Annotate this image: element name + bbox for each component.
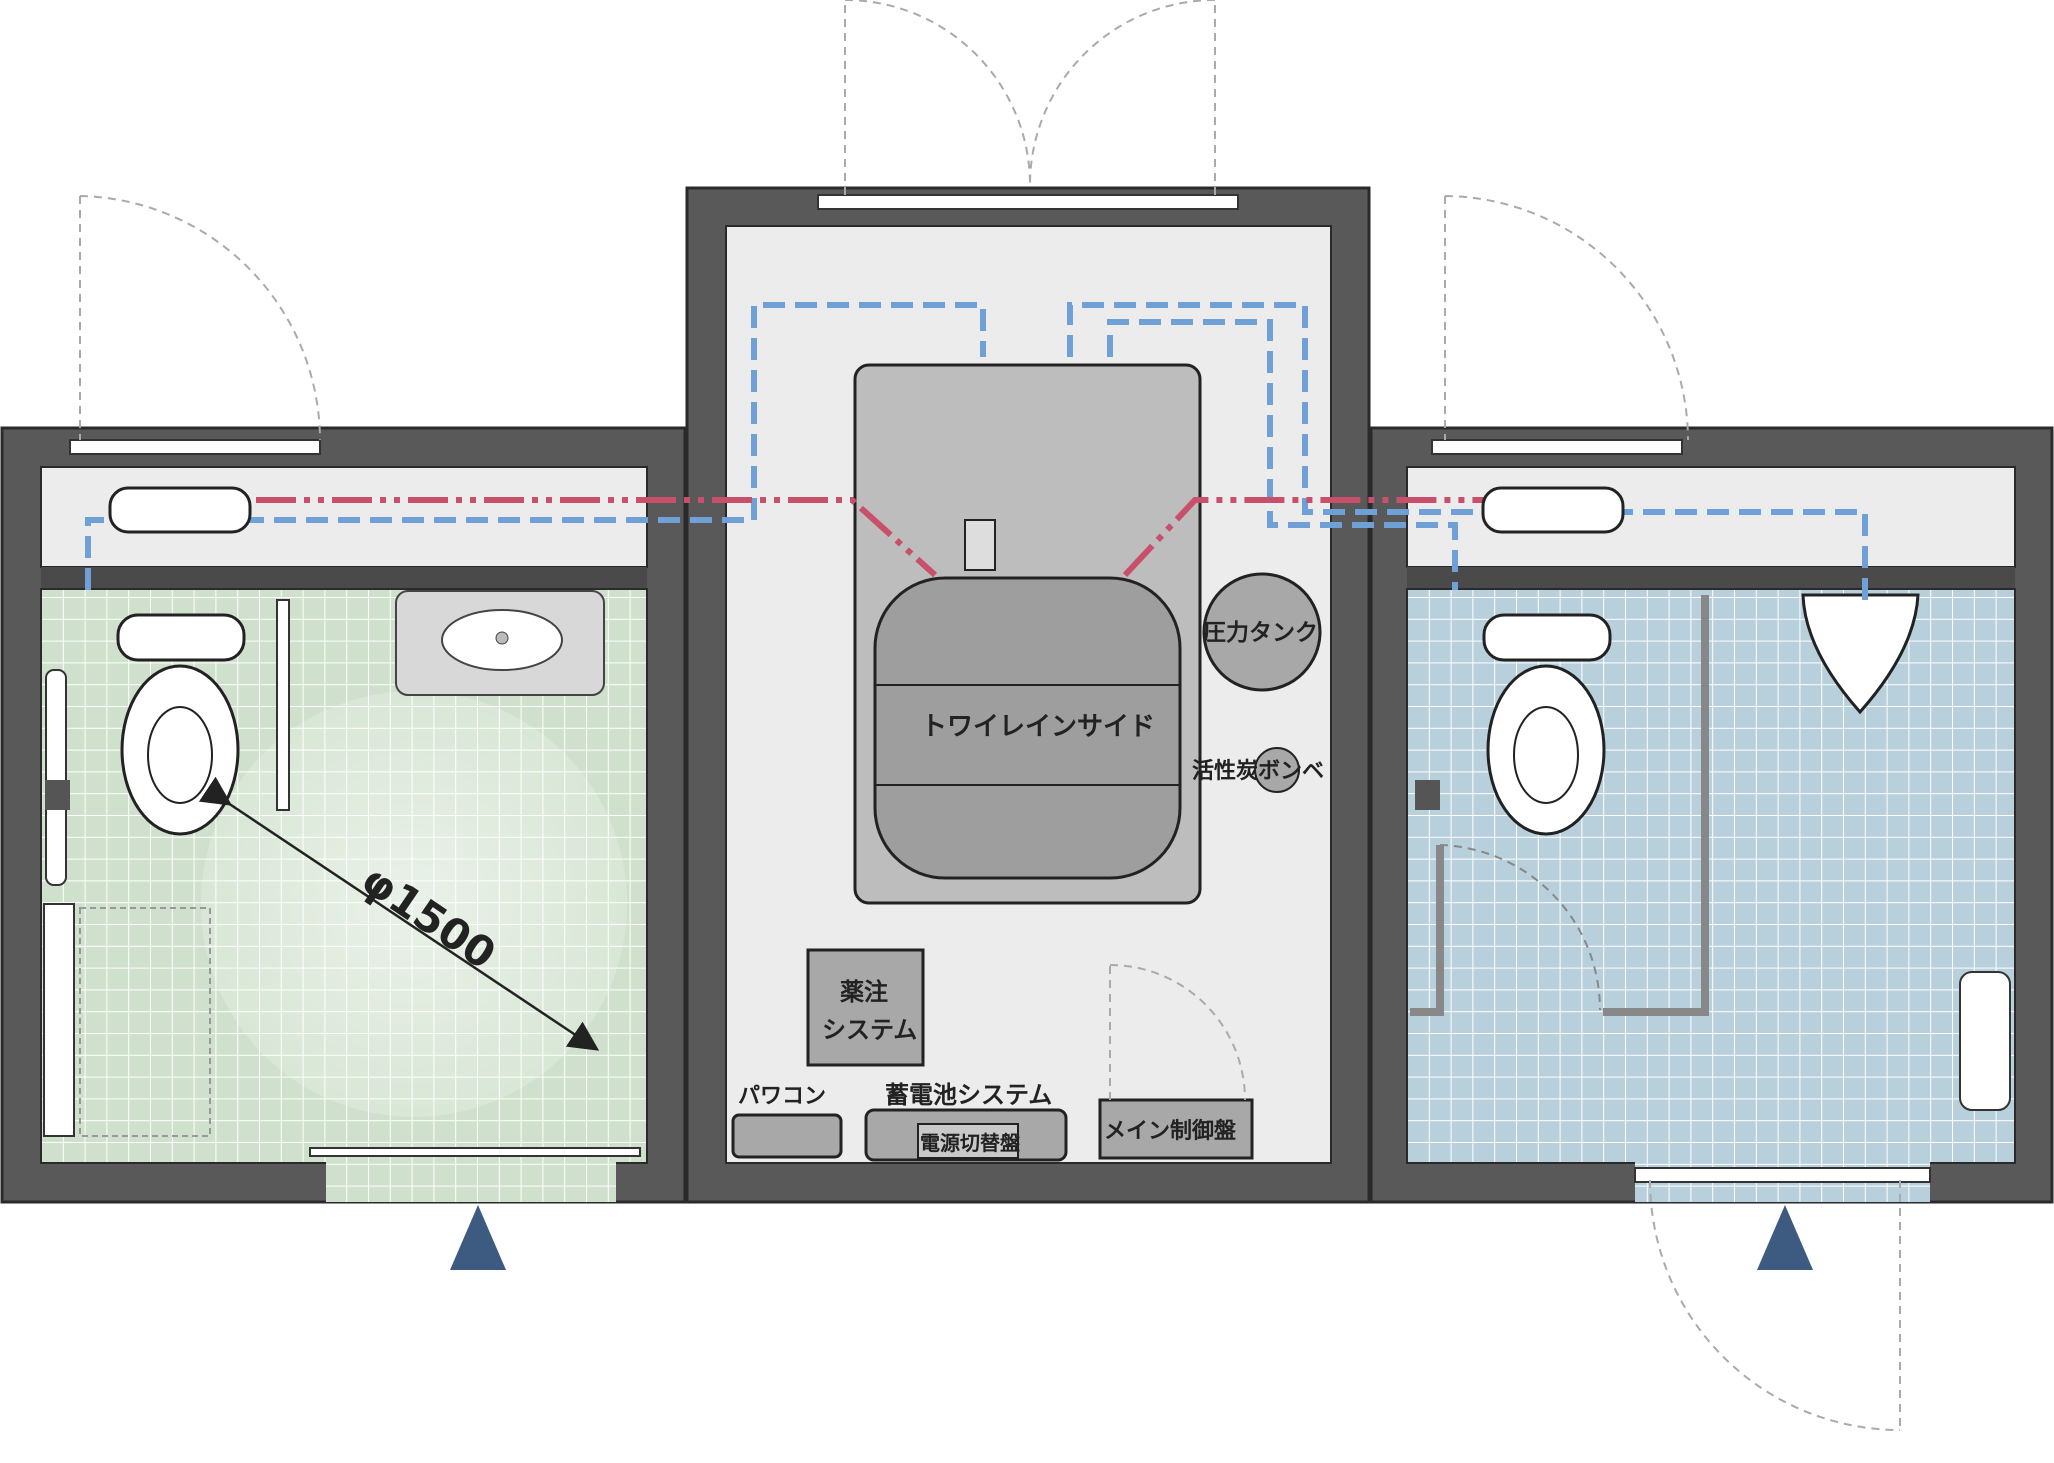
- left-grab-bar-post: [276, 599, 290, 811]
- left-top-window: [69, 439, 321, 455]
- diameter-arrow: [198, 776, 600, 1051]
- main-control-panel-label: メイン制御盤: [1104, 1118, 1237, 1144]
- left-tank-fixture: [108, 486, 252, 534]
- carbon-cylinder-label: 活性炭ボンベ: [1192, 758, 1324, 784]
- right-room-counter: [1407, 567, 2015, 589]
- pressure-tank-label: 圧力タンク: [1203, 620, 1318, 646]
- right-bottom-door-swing: [1649, 1179, 1901, 1431]
- chem-system-box: [806, 948, 925, 1067]
- right-toilet: [1482, 613, 1612, 836]
- battery-system-label: 蓄電池システム: [885, 1081, 1052, 1109]
- hand-dryer: [1959, 971, 2011, 1111]
- toilet-inside-tank: トワイレインサイド: [853, 363, 1202, 905]
- equipment-room: トワイレインサイド 圧力タンク 活性炭ボンベ 薬注 システム パワコン 蓄電池シ…: [685, 0, 1371, 1204]
- right-bottom-door: [1634, 1167, 1931, 1183]
- main-control-panel: [1098, 1098, 1254, 1160]
- blue-pipe-right: [1067, 302, 1868, 600]
- blue-pipe-left: [85, 302, 986, 590]
- center-inner-door-swing: [1109, 964, 1246, 1101]
- right-room-floor: [1406, 588, 2016, 1164]
- left-sink: [395, 590, 605, 696]
- power-conditioner-label: パワコン: [738, 1084, 826, 1109]
- blue-pipe-right-inner: [1107, 319, 1458, 590]
- left-room-counter: [41, 567, 647, 589]
- left-door-swing: [79, 195, 321, 441]
- left-room: φ1500: [0, 195, 687, 1270]
- left-toilet: [116, 613, 246, 836]
- right-paper-holder: [1415, 780, 1440, 810]
- left-sliding-door: [309, 1147, 641, 1157]
- pressure-tank: [1202, 572, 1322, 692]
- red-pipe-left: [180, 497, 938, 578]
- left-grab-bar-vertical: [45, 669, 67, 886]
- carbon-cylinder: [1254, 747, 1300, 793]
- left-changing-table: [43, 903, 211, 1137]
- chem-system-label-2: システム: [822, 1016, 917, 1044]
- center-top-window: [817, 194, 1239, 210]
- right-door-swing: [1444, 195, 1689, 441]
- urinal-partition: [1603, 595, 1709, 1016]
- entrance-arrow-icon: [450, 1205, 506, 1270]
- left-door-opening: [326, 1160, 616, 1202]
- entrance-arrow-icon: [1757, 1205, 1813, 1270]
- power-conditioner: [731, 1113, 843, 1159]
- urinal: [1801, 593, 1920, 715]
- left-paper-holder: [45, 780, 70, 810]
- power-switch-panel-label: 電源切替盤: [920, 1131, 1021, 1155]
- center-door-swing: [844, 0, 1216, 195]
- right-top-window: [1431, 439, 1683, 455]
- right-tank-fixture: [1481, 486, 1625, 534]
- piping: [85, 302, 1868, 600]
- stall-door-swing: [1439, 844, 1601, 1011]
- right-room: [1369, 195, 2054, 1431]
- red-pipe-right: [1122, 497, 1520, 578]
- power-switch-panel: [917, 1123, 1019, 1159]
- tank-label: トワイレインサイド: [921, 712, 1155, 742]
- chem-system-label-1: 薬注: [840, 978, 888, 1006]
- stall-partition: [1410, 845, 1444, 1016]
